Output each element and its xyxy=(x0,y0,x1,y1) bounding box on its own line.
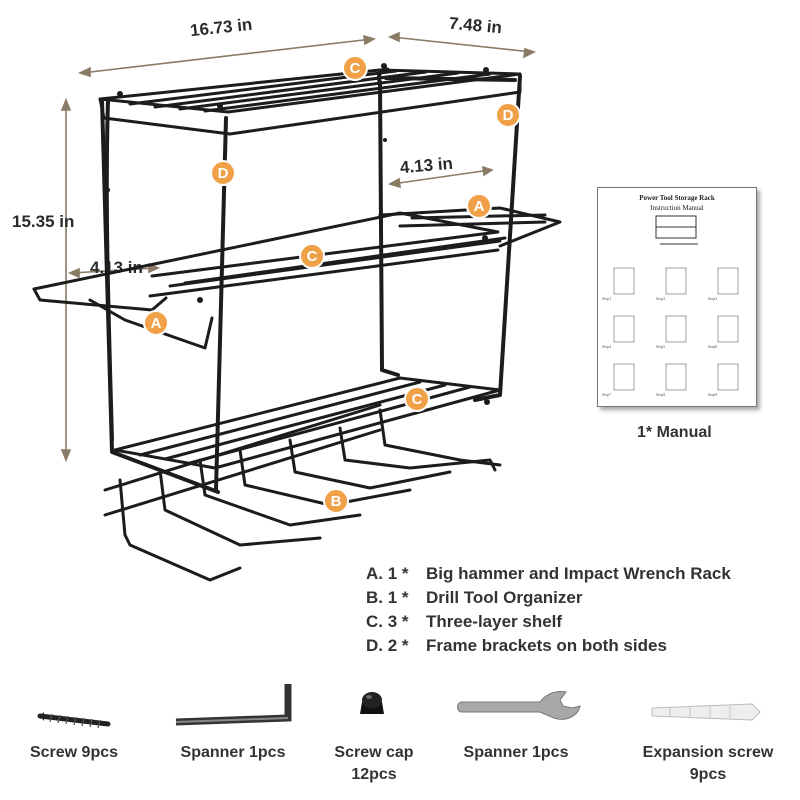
accessory-label-expansion-screw: Expansion screw 9pcs xyxy=(642,744,774,783)
badge-shelf-bottom: C xyxy=(404,386,430,412)
height-dimension-label: 15.35 in xyxy=(12,212,75,231)
accessory-label-screw-cap: Screw cap 12pcs xyxy=(334,744,414,783)
screw-cap-icon xyxy=(360,692,384,714)
drill-organizer xyxy=(103,403,502,582)
step-label: Step9 xyxy=(708,392,718,397)
badge-frame-right: D xyxy=(495,102,521,128)
wrench-icon xyxy=(457,691,581,720)
screw-icon xyxy=(37,712,111,729)
step-label: Step2 xyxy=(656,296,666,301)
legend-text: Frame brackets on both sides xyxy=(426,636,667,655)
step-label: Step7 xyxy=(602,392,612,397)
badge-shelf-middle: C xyxy=(299,243,325,269)
manual-caption: 1* Manual xyxy=(637,424,712,441)
step-label: Step5 xyxy=(656,344,666,349)
parts-legend: A. 1 * Big hammer and Impact Wrench Rack… xyxy=(366,564,731,660)
accessory-label-wrench: Spanner 1pcs xyxy=(463,744,569,761)
legend-quantity: B. 1 * xyxy=(366,588,409,607)
legend-item: C. 3 * Three-layer shelf xyxy=(366,612,731,636)
manual-diagrams xyxy=(613,215,739,391)
badge-shelf-top: C xyxy=(342,55,368,81)
badge-rack-lower: A xyxy=(143,310,169,336)
legend-text: Three-layer shelf xyxy=(426,612,563,631)
accessory-label-allen-key: Spanner 1pcs xyxy=(180,744,286,761)
right-frame-bracket xyxy=(376,67,522,402)
step-label: Step8 xyxy=(656,392,666,397)
legend-item: B. 1 * Drill Tool Organizer xyxy=(366,588,731,612)
manual-title: Power Tool Storage Rack xyxy=(639,194,715,202)
badge-drill-organizer: B xyxy=(323,488,349,514)
legend-text: Drill Tool Organizer xyxy=(426,588,583,607)
step-label: Step4 xyxy=(602,344,612,349)
legend-quantity: A. 1 * xyxy=(366,564,409,583)
middle-shelf xyxy=(32,206,562,350)
badge-rack-upper: A xyxy=(466,193,492,219)
step-label: Step1 xyxy=(602,296,612,301)
legend-item: A. 1 * Big hammer and Impact Wrench Rack xyxy=(366,564,731,588)
expansion-screw-icon xyxy=(651,703,761,721)
step-label: Step3 xyxy=(708,296,718,301)
instruction-manual: Power Tool Storage Rack Instruction Manu… xyxy=(597,187,757,407)
accessory-label-screw: Screw 9pcs xyxy=(29,744,119,761)
lower-rack-dimension-label: 4.13 in xyxy=(90,258,143,277)
allen-key-icon xyxy=(175,684,292,726)
legend-quantity: D. 2 * xyxy=(366,636,409,655)
legend-quantity: C. 3 * xyxy=(366,612,409,631)
legend-item: D. 2 * Frame brackets on both sides xyxy=(366,636,731,660)
legend-text: Big hammer and Impact Wrench Rack xyxy=(426,564,731,583)
manual-subtitle: Instruction Manual xyxy=(650,204,704,212)
badge-frame-left: D xyxy=(210,160,236,186)
step-label: Step6 xyxy=(708,344,718,349)
